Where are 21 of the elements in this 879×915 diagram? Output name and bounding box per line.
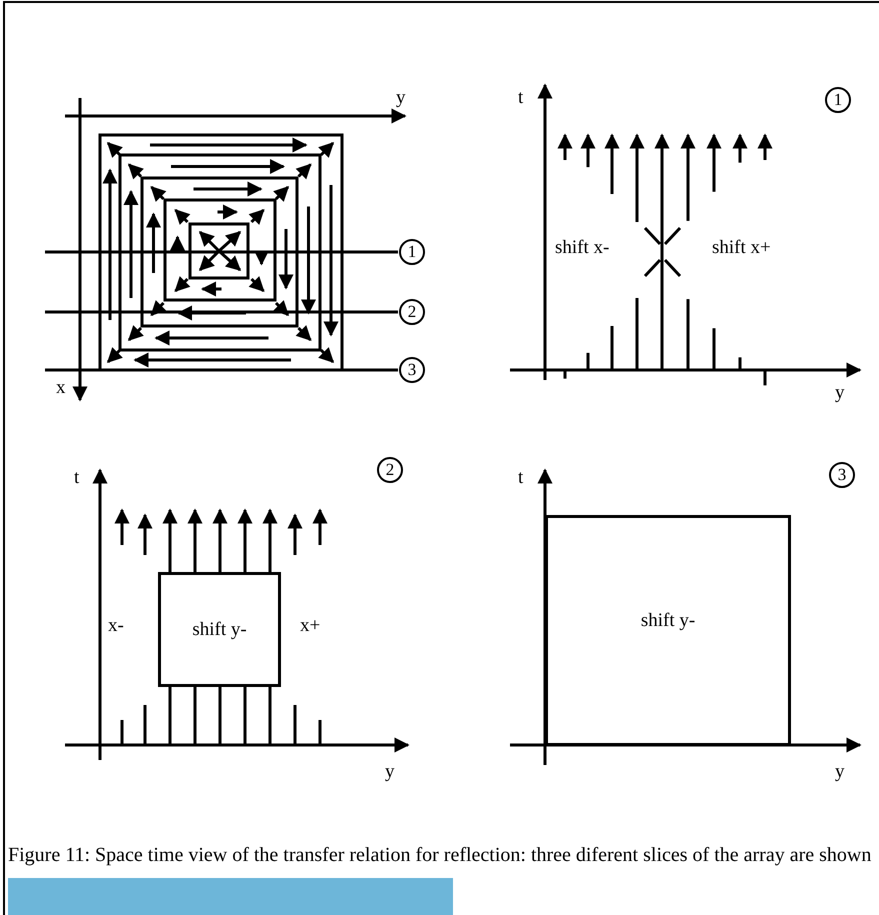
axis-label: t <box>518 88 524 107</box>
slice-number-circle: 3 <box>399 357 425 383</box>
axis-label: t <box>74 468 80 487</box>
axis-label: y <box>835 762 844 781</box>
axis-label: t <box>518 468 524 487</box>
axis-label: y <box>396 88 406 107</box>
figure-caption: Figure 11: Space time view of the transfer relation for reflection: three diferent slices of the array are shown <box>8 843 872 868</box>
shift-region-box: shift y- <box>545 515 791 746</box>
slice-number-circle: 2 <box>399 299 425 325</box>
axis-label: x <box>56 378 66 397</box>
slice-number-circle: 1 <box>399 239 425 265</box>
region-label: shift x+ <box>712 238 771 257</box>
region-label: x+ <box>300 616 320 635</box>
axis-label: y <box>385 762 394 781</box>
region-label: shift x- <box>555 238 610 257</box>
slice-number-circle: 1 <box>825 87 851 113</box>
region-label: x- <box>108 616 124 635</box>
shift-region-box: shift y- <box>158 572 281 687</box>
slice-number-circle: 3 <box>829 462 855 488</box>
slice-number-circle: 2 <box>377 457 403 483</box>
axis-label: y <box>835 383 844 402</box>
